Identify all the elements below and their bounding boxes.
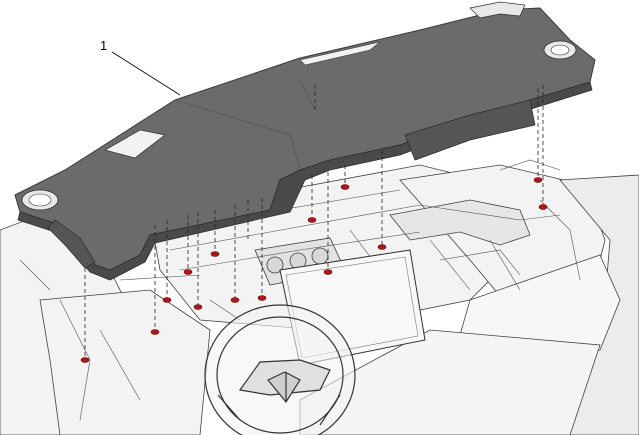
fastener: [257, 295, 267, 301]
fastener: [533, 177, 543, 183]
instrument-panel-upper-pad: [14, 1, 596, 281]
callout-number: 1: [100, 38, 107, 53]
steering-wheel: [204, 304, 356, 435]
fastener: [150, 329, 160, 335]
fastener: [210, 251, 220, 257]
fastener: [230, 297, 240, 303]
fasteners: [80, 177, 548, 363]
fastener: [193, 304, 203, 310]
fastener: [307, 217, 317, 223]
fastener-locator-lines: [84, 85, 544, 358]
fastener: [340, 184, 350, 190]
fastener: [183, 269, 193, 275]
fastener: [162, 297, 172, 303]
emblem-icon: [267, 371, 301, 404]
fastener: [80, 357, 90, 363]
callout-1: 1: [100, 38, 181, 96]
fastener: [323, 269, 333, 275]
callout-leader-line: [111, 51, 181, 96]
fastener: [538, 204, 548, 210]
fastener: [377, 244, 387, 250]
